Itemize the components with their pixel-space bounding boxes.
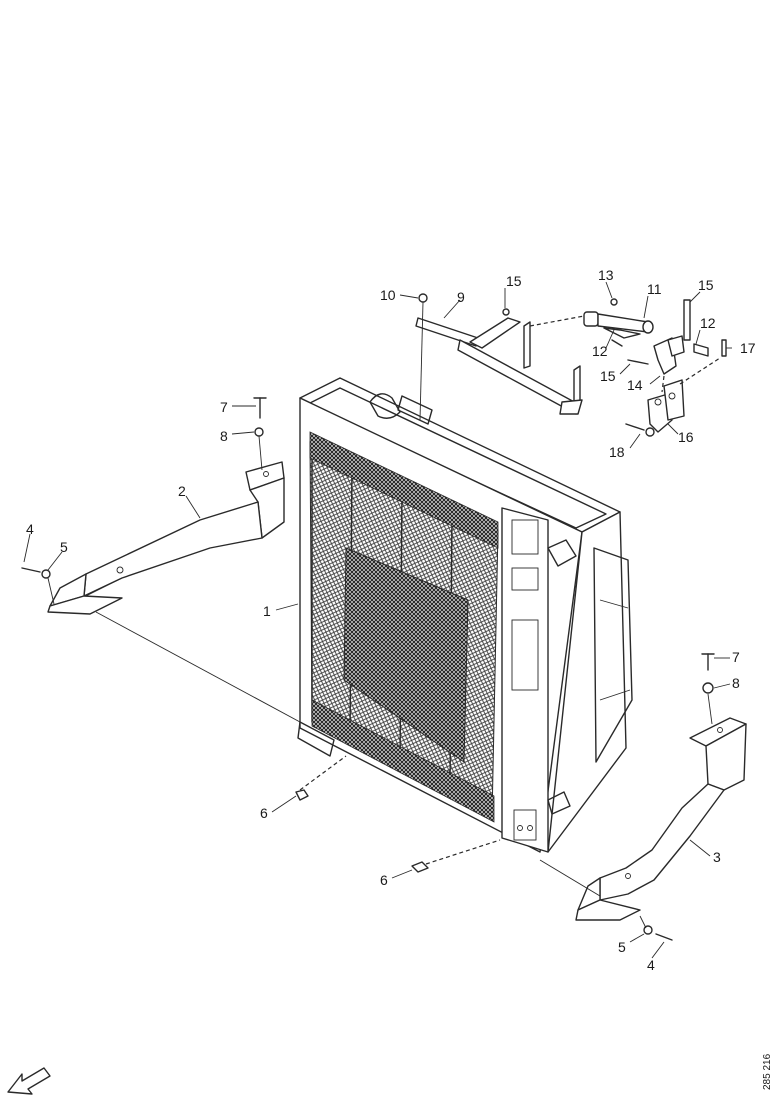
top-stay-bracket [415,317,583,415]
callout-16: 16 [678,429,694,445]
callout-7-left: 7 [220,399,228,415]
callout-6-bottom: 6 [380,872,388,888]
radiator-assembly [297,377,633,853]
callout-12-right: 12 [700,315,716,331]
callout-15-mid: 15 [600,368,616,384]
callout-15-top: 15 [506,273,522,289]
callout-9-top: 9 [457,289,465,305]
callout-2: 2 [178,483,186,499]
callout-7-right: 7 [732,649,740,665]
callout-17: 17 [740,340,756,356]
callout-5-left: 5 [60,539,68,555]
left-support-bracket [47,461,285,615]
callout-6-left: 6 [260,805,268,821]
callout-14: 14 [627,377,643,393]
callout-1: 1 [263,603,271,619]
fasteners [21,293,715,941]
callout-4-right: 4 [647,957,655,973]
callout-3: 3 [713,849,721,865]
callout-10: 10 [380,287,396,303]
callout-13: 13 [598,267,614,283]
callout-12-left: 12 [592,343,608,359]
callout-8-left: 8 [220,428,228,444]
direction-arrow-icon [7,1067,51,1095]
right-support-bracket [575,717,747,921]
callout-8-right: 8 [732,675,740,691]
callout-4-left: 4 [26,521,34,537]
callout-15-right: 15 [698,277,714,293]
leader-lines [23,281,732,959]
callout-18: 18 [609,444,625,460]
callout-11: 11 [647,281,662,297]
document-id: 285 216 [762,1053,773,1090]
callout-5-right: 5 [618,939,626,955]
tension-rod-assembly [502,298,727,437]
callout-labels: 1 2 4 5 7 8 9 10 11 12 12 13 14 15 15 15… [26,267,756,973]
